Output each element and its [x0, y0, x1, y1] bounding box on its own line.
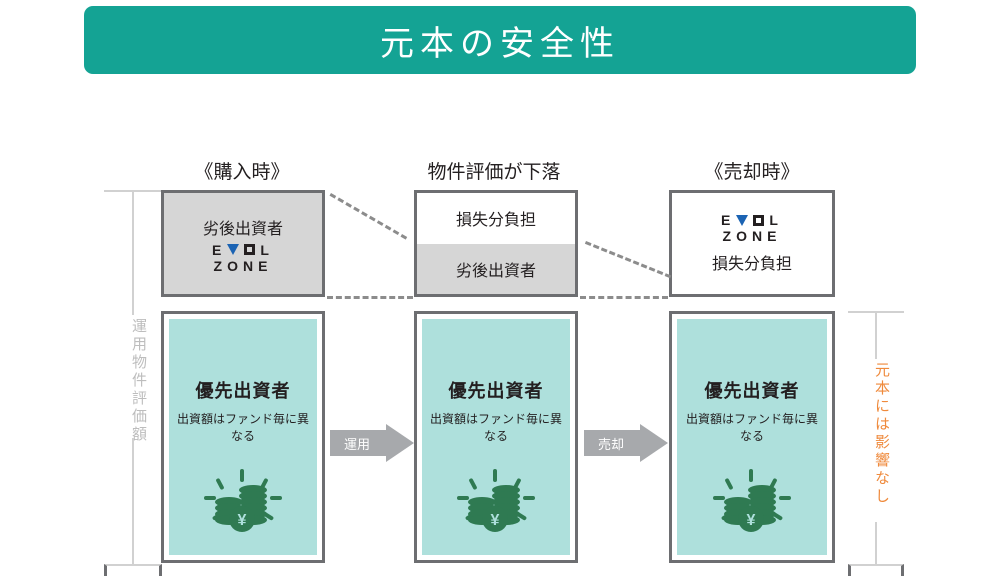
subordinated-investor-block-2: 劣後出資者 — [417, 243, 575, 294]
subordinated-investor-label-1: 劣後出資者 — [202, 220, 283, 238]
left-bracket-lower-line — [132, 438, 134, 565]
logo-line-1: E L — [721, 213, 783, 227]
dashed-connector-diagonal-2 — [584, 241, 672, 279]
top-card-purchase: 劣後出資者 E L ZONE — [161, 190, 325, 297]
column-header-purchase: 《購入時》 — [194, 162, 290, 183]
column-header-sale: 《売却時》 — [704, 162, 800, 183]
arrow-body: 運用 — [330, 430, 388, 456]
banner-title: 元本の安全性 — [380, 24, 620, 63]
evol-zone-logo-2: E L ZONE — [721, 213, 783, 243]
dashed-connector-horizontal-2 — [580, 296, 668, 299]
loss-burden-label-2: 損失分負担 — [455, 212, 536, 230]
logo-line-2: ZONE — [213, 257, 273, 274]
dashed-connector-diagonal-1 — [329, 193, 408, 240]
svg-text:¥: ¥ — [238, 512, 247, 529]
svg-text:¥: ¥ — [491, 512, 500, 529]
left-axis-label: 運用物件評価額 — [130, 318, 147, 444]
right-axis-label: 元本には影響なし — [873, 362, 890, 506]
logo-letter-l: L — [260, 241, 274, 258]
right-bracket-bottom-cap — [848, 564, 904, 576]
dashed-connector-horizontal-1 — [327, 296, 413, 299]
loss-burden-block-2: 損失分負担 — [417, 193, 575, 244]
preferred-investor-subtitle-3: 出資額はファンド毎に異なる — [686, 412, 819, 444]
evol-zone-logo-1: E L ZONE — [212, 243, 274, 273]
subordinated-investor-block-1: 劣後出資者 E L ZONE — [164, 193, 322, 294]
arrow-head-icon — [386, 424, 414, 462]
arrow-sale: 売却 — [584, 424, 670, 462]
preferred-investor-block-3: 優先出資者 出資額はファンド毎に異なる — [677, 319, 827, 555]
top-card-sale: E L ZONE 損失分負担 — [669, 190, 835, 297]
coins-yen-icon: ¥ — [453, 464, 539, 541]
preferred-investor-title-1: 優先出資者 — [195, 381, 291, 401]
preferred-investor-subtitle-1: 出資額はファンド毎に異なる — [177, 412, 310, 444]
logo-line-1: E L — [212, 243, 274, 257]
left-bracket-upper-line — [132, 190, 134, 315]
arrow-head-icon — [640, 424, 668, 462]
right-bracket-lower-line — [875, 522, 877, 565]
bottom-card-purchase: 優先出資者 出資額はファンド毎に異なる — [161, 311, 325, 563]
arrow-operation: 運用 — [330, 424, 416, 462]
right-bracket-upper-line — [875, 311, 877, 359]
bottom-card-decline: 優先出資者 出資額はファンド毎に異なる — [414, 311, 578, 563]
preferred-investor-block-1: 優先出資者 出資額はファンド毎に異なる — [169, 319, 317, 555]
logo-triangle-v-icon — [736, 214, 749, 226]
top-card-decline: 損失分負担 劣後出資者 — [414, 190, 578, 297]
arrow-label-operation: 運用 — [343, 436, 370, 452]
arrow-label-sale: 売却 — [597, 436, 624, 452]
logo-letter-e: E — [721, 212, 736, 228]
title-banner: 元本の安全性 — [84, 6, 916, 74]
logo-letter-e: E — [212, 241, 227, 258]
coins-yen-icon: ¥ — [200, 464, 286, 541]
logo-line-2: ZONE — [722, 228, 782, 244]
subordinated-investor-label-2: 劣後出資者 — [455, 262, 536, 280]
preferred-investor-subtitle-2: 出資額はファンド毎に異なる — [430, 412, 563, 444]
coins-yen-icon: ¥ — [709, 464, 795, 541]
preferred-investor-title-3: 優先出資者 — [704, 381, 800, 401]
preferred-investor-title-2: 優先出資者 — [448, 381, 544, 401]
logo-letter-l: L — [769, 212, 783, 228]
logo-square-o-icon — [753, 214, 765, 226]
left-bracket-bottom-cap — [104, 564, 162, 576]
preferred-investor-block-2: 優先出資者 出資額はファンド毎に異なる — [422, 319, 570, 555]
logo-triangle-v-icon — [227, 244, 240, 255]
bottom-card-sale: 優先出資者 出資額はファンド毎に異なる — [669, 311, 835, 563]
loss-burden-label-3: 損失分負担 — [711, 256, 792, 273]
loss-burden-block-3: E L ZONE 損失分負担 — [672, 193, 832, 294]
svg-text:¥: ¥ — [747, 512, 756, 529]
column-header-decline: 物件評価が下落 — [427, 162, 561, 183]
arrow-body: 売却 — [584, 430, 642, 456]
logo-square-o-icon — [244, 244, 256, 255]
